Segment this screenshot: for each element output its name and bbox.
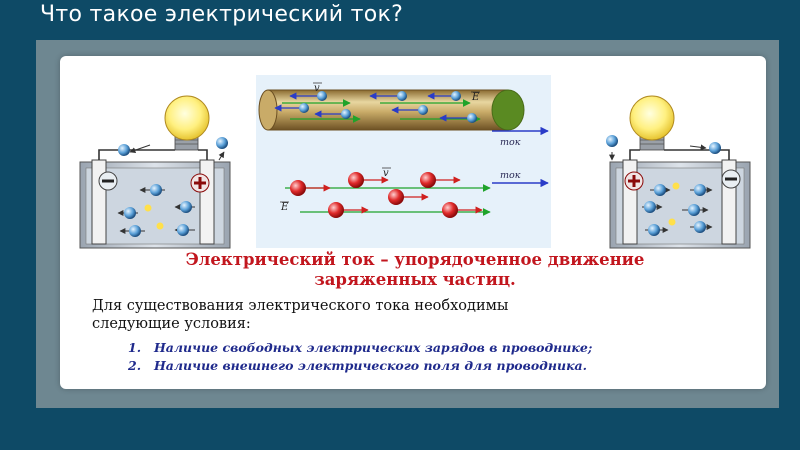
- right-cell-ions: [606, 135, 721, 236]
- condition-number: 1.: [128, 340, 142, 355]
- slide-title: Что такое электрический ток?: [40, 2, 404, 27]
- condition-text: Наличие свободных электрических зарядов …: [154, 340, 593, 355]
- conductor-electrons: [274, 91, 477, 123]
- current-label-top: ток: [500, 137, 521, 148]
- velocity-symbol-top: v: [314, 83, 320, 94]
- left-cell-ions: [117, 137, 228, 237]
- right-cell-minus-electrode: [721, 169, 741, 189]
- condition-item: 2. Наличие внешнего электрического поля д…: [128, 358, 768, 373]
- conditions-intro-line-2: следующие условия:: [92, 316, 251, 332]
- definition-heading-line-2: заряженных частиц.: [314, 270, 516, 289]
- condition-item: 1. Наличие свободных электрических зарядо…: [128, 340, 768, 355]
- condition-text: Наличие внешнего электрического поля для…: [154, 358, 587, 373]
- definition-heading: Электрический ток – упорядоченное движен…: [70, 250, 760, 290]
- definition-heading-line-1: Электрический ток – упорядоченное движен…: [185, 250, 645, 269]
- field-symbol-bottom: E: [280, 202, 289, 213]
- current-label-bottom: ток: [500, 170, 521, 181]
- right-cell-plus-electrode: [624, 171, 644, 191]
- positive-charge-field-lines: [285, 184, 491, 216]
- condition-number: 2.: [128, 358, 142, 373]
- left-electrolyte-cell: [79, 95, 231, 249]
- conditions-intro-line-1: Для существования электрического тока не…: [92, 298, 509, 314]
- velocity-symbol-bottom: v: [383, 168, 389, 179]
- conditions-intro: Для существования электрического тока не…: [92, 297, 752, 333]
- left-cell-minus-electrode: [98, 171, 118, 191]
- right-electrolyte-cell: [609, 95, 751, 249]
- positive-charges: [290, 172, 483, 218]
- left-cell-plus-electrode: [190, 173, 210, 193]
- field-symbol-top: E: [471, 92, 480, 103]
